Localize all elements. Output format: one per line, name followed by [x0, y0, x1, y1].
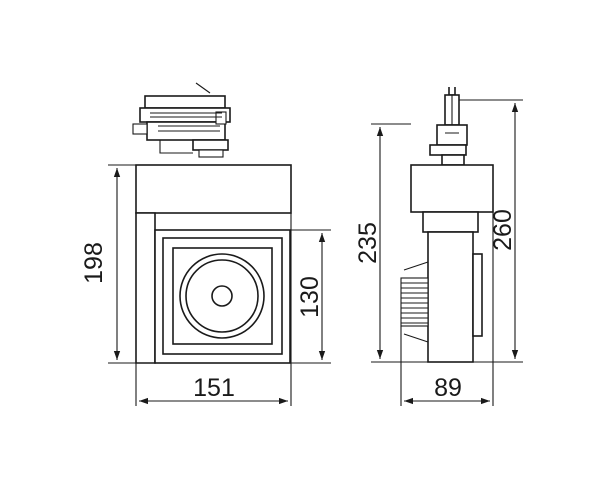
front-head-housing	[154, 229, 291, 364]
side-connector	[429, 87, 468, 166]
front-head-frame	[172, 247, 273, 345]
dim-label-235: 235	[354, 222, 382, 264]
front-reflector-inner	[185, 259, 259, 333]
side-yoke	[422, 211, 479, 233]
dim-label-260: 260	[489, 209, 517, 251]
dim-label-151: 151	[193, 374, 235, 402]
side-rear-plate	[472, 253, 483, 337]
dim-label-198: 198	[80, 242, 108, 284]
front-reflector-outer	[179, 253, 265, 339]
front-track-adapter	[132, 82, 231, 158]
dim-label-89: 89	[434, 374, 462, 402]
side-body	[427, 231, 474, 363]
side-arm	[410, 164, 494, 213]
front-head-bezel	[162, 237, 283, 355]
dim-label-130: 130	[296, 276, 324, 318]
side-heatsink	[400, 261, 429, 343]
dimension-lines	[108, 99, 523, 406]
front-arm	[135, 164, 292, 214]
front-view	[132, 82, 292, 364]
side-view	[400, 87, 494, 363]
front-lens	[211, 285, 233, 307]
front-bracket	[135, 212, 156, 364]
